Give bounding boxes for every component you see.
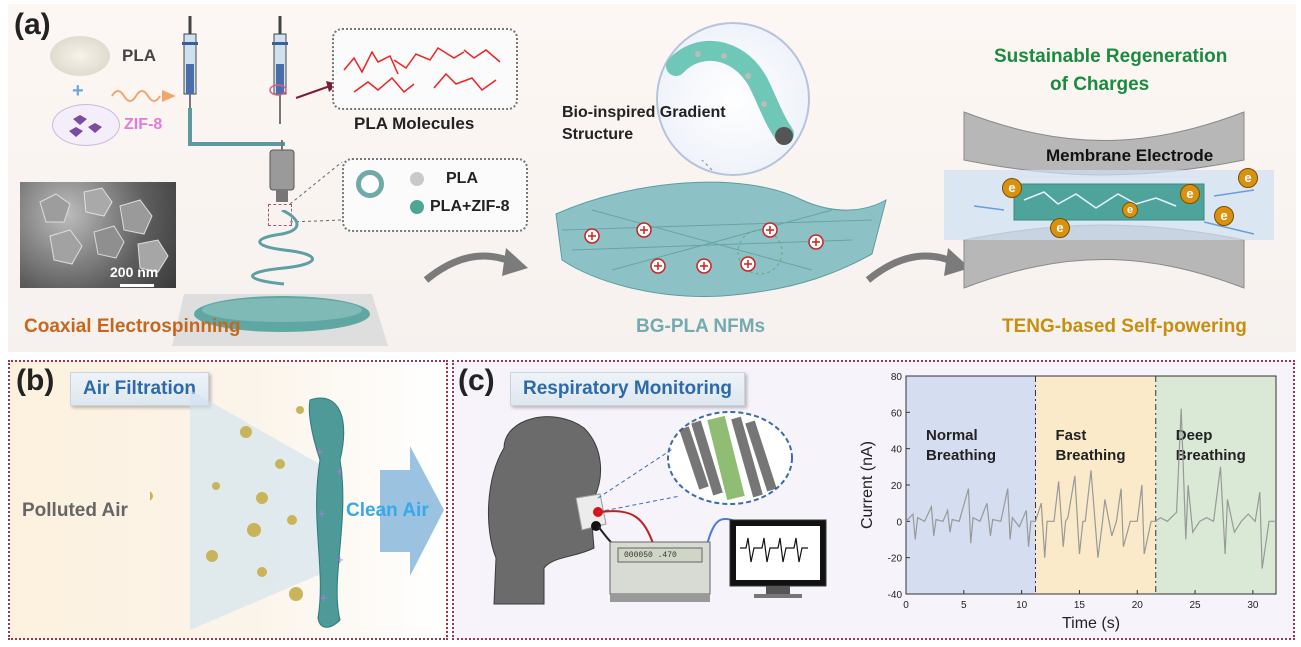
legend-shell-label: PLA+ZIF-8 [430, 198, 510, 215]
regen-line1: Sustainable Regeneration [994, 46, 1228, 67]
y-tick-label: 20 [891, 481, 903, 492]
zif8-label: ZIF-8 [124, 116, 163, 133]
teng-device-icon [944, 111, 1274, 289]
region-label: Breathing [1056, 447, 1126, 464]
current-series-line [905, 408, 1276, 569]
legend-connector [290, 161, 343, 223]
process-arrow-1-icon [423, 248, 528, 283]
zif8-crystals-icon [52, 104, 120, 146]
x-axis-label: Time (s) [1062, 615, 1120, 632]
y-tick-label: 0 [896, 517, 902, 528]
air-filtration-title: Air Filtration [70, 372, 209, 406]
region-label: Deep [1176, 427, 1213, 444]
bio-label-line2: Structure [562, 126, 634, 143]
pla-pellets-icon [50, 36, 110, 76]
x-tick-label: 0 [903, 600, 909, 611]
pla-label: PLA [122, 46, 156, 65]
panel-b-tag: (b) [16, 364, 55, 397]
region-label: Normal [926, 427, 978, 444]
meter-display: 000050 .470 [624, 551, 677, 560]
svg-text:+: + [336, 464, 344, 479]
gradient-fiber-icon [666, 41, 794, 145]
svg-text:+: + [316, 444, 324, 459]
x-tick-label: 10 [1016, 600, 1028, 611]
magnifier-circle [656, 22, 810, 176]
pla-molecule-chains-icon [343, 46, 501, 94]
step-bg-pla-nfms: BG-PLA NFMs [636, 316, 766, 337]
svg-text:+: + [318, 506, 326, 521]
polluted-air-label: Polluted Air [22, 500, 128, 521]
svg-text:+: + [320, 590, 328, 605]
region-label: Fast [1056, 427, 1087, 444]
membrane-electrode-label: Membrane Electrode [1046, 146, 1214, 165]
scale-bar-label: 200 nm [110, 264, 159, 280]
x-tick-label: 30 [1247, 600, 1259, 611]
x-tick-label: 25 [1190, 600, 1202, 611]
electron-1: e [1002, 178, 1022, 198]
molecules-box [332, 28, 518, 110]
legend-core-label: PLA [446, 170, 478, 187]
step-teng-self-powering: TENG-based Self-powering [1002, 316, 1247, 337]
airflow-and-filter-icon: + + + + + [150, 390, 444, 630]
region-label: Breathing [926, 447, 996, 464]
svg-text:+: + [336, 552, 344, 567]
scale-bar [120, 284, 154, 287]
coaxial-nozzle-icon [269, 140, 295, 202]
syringes-icon [182, 16, 288, 124]
y-tick-label: 40 [891, 445, 903, 456]
step-coaxial-electrospinning: Coaxial Electrospinning [24, 316, 241, 337]
feed-tube-icon [188, 108, 285, 146]
pla-core-swatch [410, 172, 424, 186]
chart-region-1 [1035, 376, 1156, 594]
plus-sign: + [72, 80, 84, 102]
shell-swatch [410, 200, 424, 214]
zif8-sem-crystals-icon [39, 187, 169, 273]
x-tick-label: 20 [1132, 600, 1144, 611]
electron-3: e [1122, 202, 1138, 218]
panel-c-tag: (c) [458, 364, 495, 397]
x-tick-label: 15 [1074, 600, 1086, 611]
electron-5: e [1214, 206, 1234, 226]
electron-4: e [1180, 184, 1200, 204]
clean-air-label: Clean Air [346, 500, 429, 521]
chart-region-0 [906, 376, 1036, 594]
chart-region-2 [1155, 376, 1276, 594]
sem-image [20, 182, 176, 288]
pla-molecules-label: PLA Molecules [354, 114, 475, 133]
regen-line2: of Charges [1050, 74, 1150, 95]
respiratory-monitoring-title: Respiratory Monitoring [510, 372, 746, 406]
mixing-arrow-icon [111, 90, 176, 102]
panel-a-tag: (a) [14, 8, 51, 41]
bg-pla-membrane-icon [555, 160, 887, 297]
bio-label-line1: Bio-inspired Gradient [562, 104, 726, 121]
region-label: Breathing [1176, 447, 1246, 464]
spinning-jet-and-mat-icon [172, 210, 388, 346]
y-tick-label: 80 [891, 372, 903, 383]
electron-2: e [1050, 218, 1070, 238]
y-tick-label: -20 [888, 554, 903, 565]
monitoring-setup-icon [488, 411, 827, 605]
y-axis-label: Current (nA) [859, 441, 876, 529]
x-tick-label: 5 [961, 600, 967, 611]
electron-6: e [1238, 168, 1258, 188]
y-tick-label: -40 [888, 590, 903, 601]
coaxial-fiber-icon [356, 170, 384, 198]
y-tick-label: 60 [891, 408, 903, 419]
